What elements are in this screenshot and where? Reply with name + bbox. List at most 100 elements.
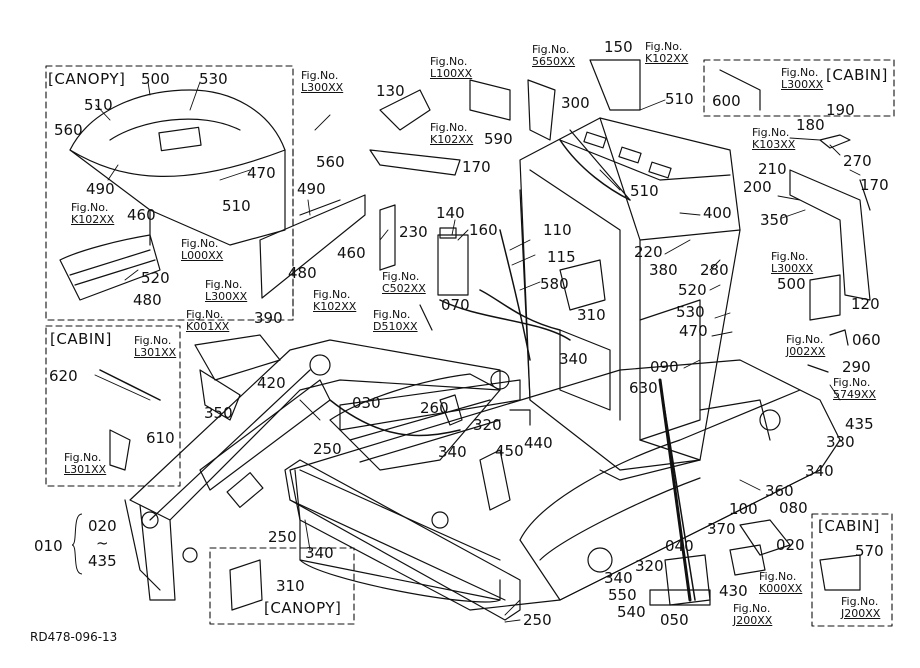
cabin-box-title: [CABIN]	[50, 330, 112, 348]
part-label: 340	[559, 350, 588, 368]
fig-ref[interactable]: Fig.No.5749XX	[833, 376, 877, 401]
fig-ref[interactable]: Fig.No.D510XX	[373, 308, 418, 333]
part-label: 340	[305, 544, 334, 562]
part-label: 390	[254, 309, 283, 327]
fig-ref[interactable]: Fig.No.K102XX	[313, 288, 357, 313]
part-label: 510	[665, 90, 694, 108]
track-assembly	[289, 359, 841, 611]
cabin-box-title: [CABIN]	[818, 517, 880, 535]
small-components	[109, 59, 861, 611]
part-label: 170	[462, 158, 491, 176]
range-tilde: ~	[96, 534, 109, 552]
fig-ref[interactable]: Fig.No.K103XX	[752, 126, 796, 151]
part-label: 490	[86, 180, 115, 198]
part-label: 340	[604, 569, 633, 587]
fig-ref[interactable]: Fig.No.L300XX	[301, 69, 344, 94]
fig-ref[interactable]: Fig.No.L301XX	[134, 334, 177, 359]
canopy-bottom-box	[209, 547, 355, 625]
cabin-body	[519, 117, 741, 481]
fig-ref[interactable]: Fig.No.J200XX	[841, 595, 881, 620]
fig-ref[interactable]: Fig.No.K102XX	[71, 201, 115, 226]
part-label: 090	[650, 358, 679, 376]
fig-ref[interactable]: Fig.No.L301XX	[64, 451, 107, 476]
canopy-box-title: [CANOPY]	[48, 70, 126, 88]
fig-ref[interactable]: Fig.No.K000XX	[759, 570, 803, 595]
part-label: 140	[436, 204, 465, 222]
part-label: 115	[547, 248, 576, 266]
cabin-top-right-box	[703, 59, 895, 117]
fig-ref[interactable]: Fig.No.L000XX	[181, 237, 224, 262]
fig-ref[interactable]: Fig.No.J200XX	[733, 602, 773, 627]
part-label: 435	[845, 415, 874, 433]
canopy-drawing	[59, 89, 286, 301]
part-label: 400	[703, 204, 732, 222]
part-label: 250	[523, 611, 552, 629]
part-label: 320	[473, 416, 502, 434]
part-label: 530	[199, 70, 228, 88]
part-label: 380	[649, 261, 678, 279]
part-label: 620	[49, 367, 78, 385]
part-label: 060	[852, 331, 881, 349]
part-label: 320	[635, 557, 664, 575]
fig-ref[interactable]: Fig.No.C502XX	[382, 270, 426, 295]
part-label: 110	[543, 221, 572, 239]
fig-ref[interactable]: Fig.No.L100XX	[430, 55, 473, 80]
part-label: 590	[484, 130, 513, 148]
part-label: 020	[776, 536, 805, 554]
part-label: 350	[204, 404, 233, 422]
part-label: 120	[851, 295, 880, 313]
fig-ref[interactable]: Fig.No.L300XX	[771, 250, 814, 275]
part-label: 540	[617, 603, 646, 621]
part-label: 220	[634, 243, 663, 261]
cabin-bottom-right-box	[811, 513, 893, 627]
hoses	[99, 139, 696, 602]
part-label: 420	[257, 374, 286, 392]
fig-ref[interactable]: Fig.No.K001XX	[186, 308, 230, 333]
part-label: 070	[441, 296, 470, 314]
part-label: 050	[660, 611, 689, 629]
part-label: 510	[84, 96, 113, 114]
fig-ref[interactable]: Fig.No.J002XX	[786, 333, 826, 358]
part-label: 310	[577, 306, 606, 324]
part-label: 300	[561, 94, 590, 112]
fig-ref[interactable]: Fig.No.K102XX	[430, 121, 474, 146]
part-label: 350	[760, 211, 789, 229]
part-label: 510	[630, 182, 659, 200]
part-label: 560	[316, 153, 345, 171]
fig-ref[interactable]: Fig.No.L300XX	[781, 66, 824, 91]
part-label: 250	[313, 440, 342, 458]
part-label: 580	[540, 275, 569, 293]
range-prefix: 010	[34, 537, 63, 555]
part-label: 480	[133, 291, 162, 309]
part-label: 130	[376, 82, 405, 100]
part-label: 280	[700, 261, 729, 279]
part-label: 270	[843, 152, 872, 170]
part-label: 470	[247, 164, 276, 182]
part-label: 550	[608, 586, 637, 604]
range-to: 435	[88, 552, 117, 570]
part-label: 630	[629, 379, 658, 397]
part-label: 260	[420, 399, 449, 417]
part-label: 290	[842, 358, 871, 376]
part-label: 100	[729, 500, 758, 518]
fig-ref[interactable]: Fig.No.K102XX	[645, 40, 689, 65]
fig-ref[interactable]: Fig.No.L300XX	[205, 278, 248, 303]
part-label: 330	[826, 433, 855, 451]
part-label: 430	[719, 582, 748, 600]
part-label: 470	[679, 322, 708, 340]
part-label: 530	[676, 303, 705, 321]
fig-ref[interactable]: Fig.No.5650XX	[532, 43, 576, 68]
cabin-window-parts	[789, 169, 871, 321]
part-label: 610	[146, 429, 175, 447]
part-label: 360	[765, 482, 794, 500]
part-label: 490	[297, 180, 326, 198]
part-label: 030	[352, 394, 381, 412]
part-label: 440	[524, 434, 553, 452]
part-label: 200	[743, 178, 772, 196]
canopy-box-title: [CANOPY]	[264, 599, 342, 617]
part-label: 250	[268, 528, 297, 546]
part-label: 460	[337, 244, 366, 262]
part-label: 520	[141, 269, 170, 287]
